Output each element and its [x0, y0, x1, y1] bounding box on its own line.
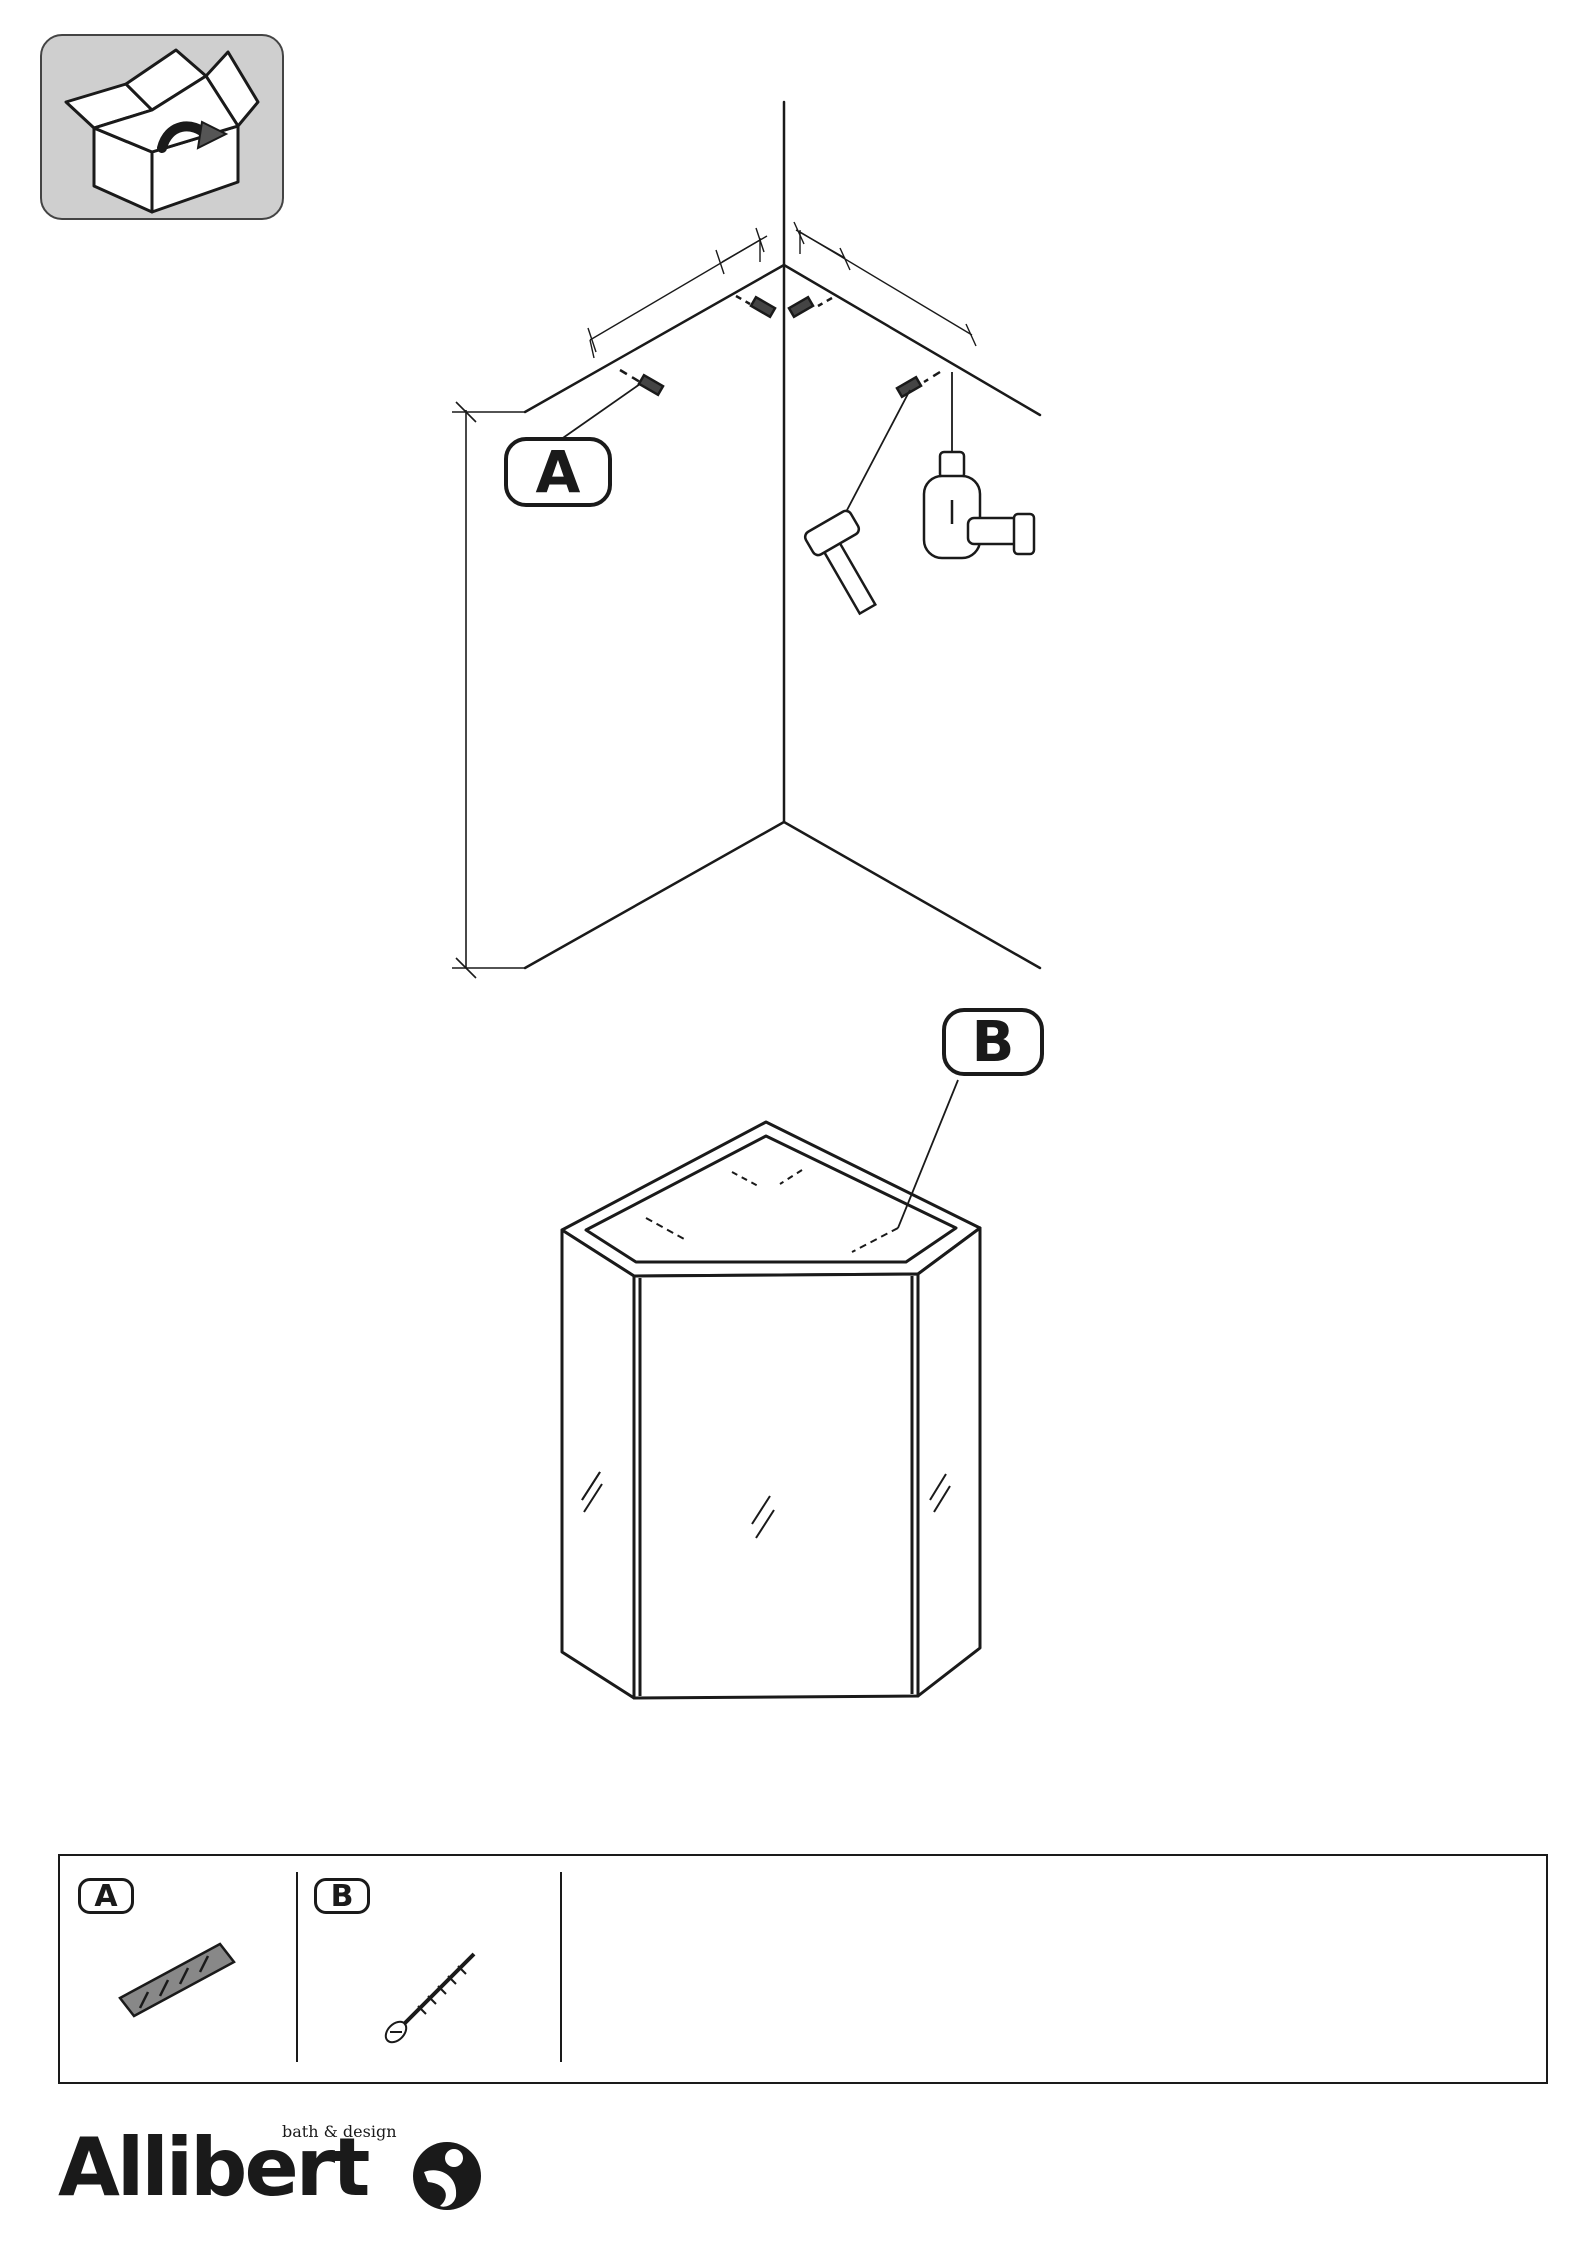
- brand-tagline: bath & design: [282, 2122, 397, 2141]
- part-cell-b: B: [298, 1856, 560, 2082]
- drill-icon: [924, 372, 1034, 558]
- parts-divider-2: [560, 1872, 562, 2062]
- hammer-icon: [803, 390, 910, 614]
- brand-logo: Allibert bath & design: [58, 2122, 488, 2222]
- wall-plug-icon: [110, 1934, 250, 2024]
- allibert-logo-icon: [410, 2136, 484, 2212]
- part-label-a: A: [78, 1878, 134, 1914]
- label-anchor: A: [504, 437, 612, 507]
- corner-cabinet-diagram: [0, 1000, 1587, 1730]
- part-cell-a: A: [60, 1856, 296, 2082]
- screw-icon: [378, 1940, 488, 2050]
- part-label-b: B: [314, 1878, 370, 1914]
- parts-table: A B: [58, 1854, 1548, 2084]
- wall-mounting-diagram: [0, 0, 1587, 1000]
